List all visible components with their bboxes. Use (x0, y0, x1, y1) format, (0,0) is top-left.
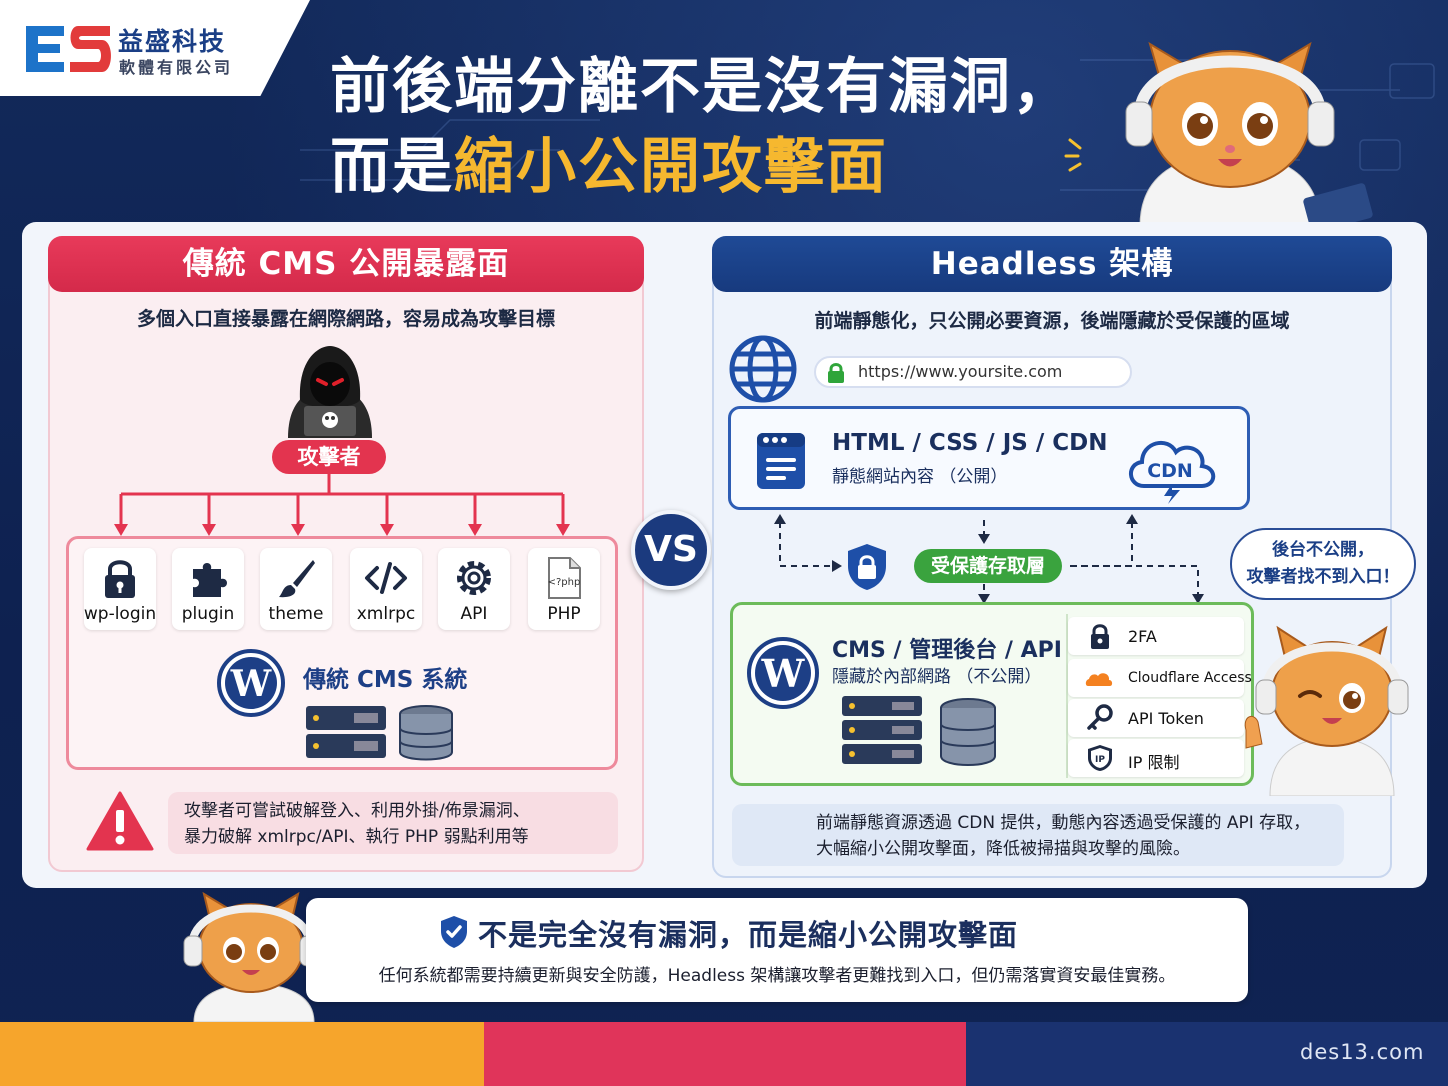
brush-icon (260, 556, 332, 600)
security-item-label: API Token (1128, 709, 1204, 728)
warning-line2: 暴力破解 xmlrpc/API、執行 PHP 弱點利用等 (184, 827, 529, 847)
footer-domain[interactable]: des13.com (1300, 1040, 1425, 1064)
entry-xmlrpc: xmlrpc (350, 548, 422, 630)
hidden-cms-subtitle: 隱藏於內部網路 （不公開） (832, 667, 1042, 687)
traditional-cms-label: 傳統 CMS 系統 (303, 667, 468, 693)
globe-icon (729, 335, 797, 403)
static-content-title: HTML / CSS / JS / CDN (832, 430, 1108, 456)
cloudflare-icon (1085, 673, 1113, 686)
entry-label: API (460, 604, 488, 624)
lock-icon (1091, 624, 1109, 649)
shield-check-icon (441, 916, 467, 948)
spark-lines (1064, 138, 1082, 172)
conclusion-subtitle: 任何系統都需要持續更新與安全防護，Headless 架構讓攻擊者更難找到入口，但… (378, 966, 1176, 986)
shield-lock-icon (848, 544, 886, 590)
vs-badge: VS (631, 510, 711, 590)
company-name: 益盛科技 (118, 27, 227, 56)
conclusion-title: 不是完全沒有漏洞，而是縮小公開攻擊面 (478, 918, 1019, 952)
warning-box (168, 792, 618, 854)
code-icon (350, 556, 422, 600)
lock-icon (84, 556, 156, 600)
server-icon (842, 696, 996, 766)
security-item-2fa: 2FA (1068, 617, 1244, 655)
cdn-label: CDN (1147, 460, 1193, 482)
wordpress-icon: W (217, 649, 285, 717)
entry-api: API (438, 548, 510, 630)
conclusion-card (306, 898, 1248, 1002)
footer-strip-orange (0, 1022, 484, 1086)
title-prefix: 而是 (330, 132, 454, 202)
headless-info-text: 前端靜態資源透過 CDN 提供，動態內容透過受保護的 API 存取， 大幅縮小公… (816, 810, 1310, 862)
footer-strip-blue (966, 1022, 1448, 1086)
attack-arrows (114, 472, 570, 536)
cat-mascot-thumbs-up (1244, 625, 1409, 796)
security-item-label: Cloudflare Access (1128, 670, 1252, 686)
headless-subtitle: 前端靜態化，只公開必要資源，後端隱藏於受保護的區域 (814, 310, 1290, 332)
cat-mascot-headphones (1125, 41, 1373, 226)
access-flow-arrows (774, 514, 1204, 604)
entry-label: PHP (547, 604, 581, 624)
info-line2: 大幅縮小公開攻擊面，降低被掃描與攻擊的風險。 (816, 839, 1190, 859)
warning-line1: 攻擊者可嘗試破解登入、利用外掛/佈景漏洞、 (184, 801, 530, 821)
puzzle-icon (172, 556, 244, 600)
security-item-api-token: API Token (1068, 699, 1244, 737)
php-file-icon-text: <?php (548, 577, 581, 588)
hidden-cms-title: CMS / 管理後台 / API (832, 638, 1062, 663)
url-text: https://www.yoursite.com (858, 362, 1063, 381)
entry-label: wp-login (83, 604, 157, 624)
speech-bubble: 後台不公開， 攻擊者找不到入口！ (1230, 528, 1416, 600)
exposed-entry-points (66, 536, 618, 770)
svg-text:W: W (761, 651, 806, 696)
ip-shield-icon-text: IP (1095, 755, 1105, 765)
entry-plugin: plugin (172, 548, 244, 630)
security-item-ip-restriction: IP IP 限制 (1068, 739, 1244, 777)
gear-icon (438, 556, 510, 600)
entry-theme: theme (260, 548, 332, 630)
page-title-line2: 而是縮小公開攻擊面 (330, 118, 888, 205)
entry-label: xmlrpc (356, 604, 416, 624)
cdn-cloud-icon: CDN (1129, 441, 1216, 504)
headless-info-box (732, 804, 1344, 866)
hacker-icon (288, 346, 372, 438)
security-item-label: 2FA (1128, 627, 1157, 646)
page-title-line1: 前後端分離不是沒有漏洞， (330, 52, 1074, 122)
bubble-line2: 攻擊者找不到入口！ (1246, 567, 1400, 587)
company-logo-mark (26, 26, 111, 72)
entry-label: plugin (181, 604, 235, 624)
title-highlight: 縮小公開攻擊面 (454, 132, 888, 202)
security-item-cloudflare: Cloudflare Access (1068, 659, 1252, 697)
ip-shield-icon: IP (1088, 745, 1112, 771)
traditional-cms-header: 傳統 CMS 公開暴露面 (48, 236, 644, 292)
info-line1: 前端靜態資源透過 CDN 提供，動態內容透過受保護的 API 存取， (816, 813, 1311, 833)
server-icon (306, 705, 453, 761)
entry-wp-login: wp-login (84, 548, 156, 630)
headless-header: Headless 架構 (712, 236, 1392, 292)
key-icon (1087, 704, 1113, 730)
url-bar[interactable] (814, 356, 1132, 388)
php-file-icon: <?php (528, 556, 600, 600)
bubble-line1: 後台不公開， (1272, 540, 1374, 560)
warning-text: 攻擊者可嘗試破解登入、利用外掛/佈景漏洞、 暴力破解 xmlrpc/API、執行… (184, 798, 530, 850)
warning-icon (86, 791, 154, 851)
attacker-label: 攻擊者 (272, 440, 386, 474)
cat-mascot-pointing (183, 891, 331, 1022)
traditional-cms-subtitle: 多個入口直接暴露在網際網路，容易成為攻擊目標 (136, 308, 555, 330)
browser-page-icon (757, 433, 805, 489)
lock-icon (828, 363, 844, 383)
static-content-subtitle: 靜態網站內容 （公開） (832, 467, 1008, 487)
footer-strip-red (484, 1022, 966, 1086)
entry-php: <?php PHP (528, 548, 600, 630)
wordpress-icon: W (747, 637, 819, 709)
entry-label: theme (268, 604, 324, 624)
svg-text:W: W (230, 663, 272, 705)
protected-access-layer-label: 受保護存取層 (914, 549, 1062, 583)
security-measures-column (1066, 614, 1246, 778)
security-item-label: IP 限制 (1128, 753, 1180, 772)
company-subname: 軟體有限公司 (119, 58, 234, 77)
